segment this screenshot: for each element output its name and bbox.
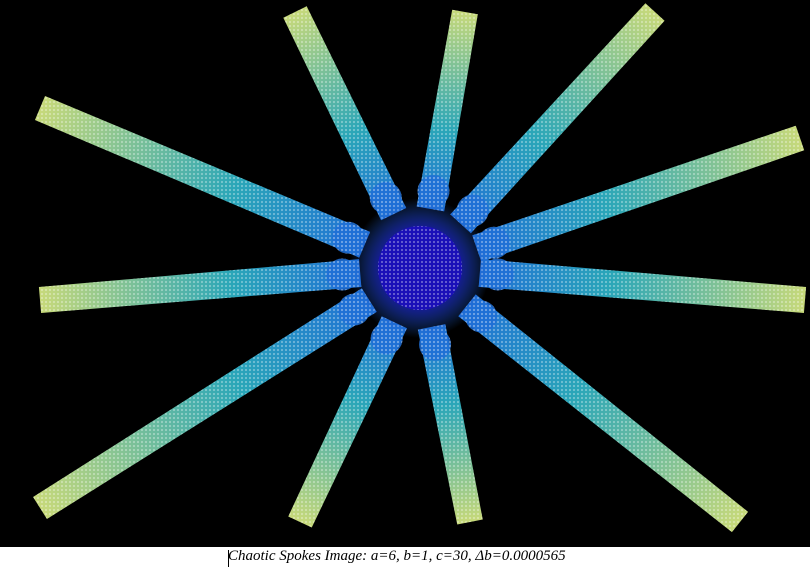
image-caption: Chaotic Spokes Image: a=6, b=1, c=30, Δb… xyxy=(228,548,566,564)
spoke xyxy=(458,294,749,533)
spoke xyxy=(478,259,807,313)
hub-core-texture xyxy=(378,226,462,310)
fractal-canvas xyxy=(0,0,810,547)
spoke xyxy=(38,259,362,313)
text-cursor xyxy=(228,550,229,567)
hub-group xyxy=(326,175,514,361)
spoke xyxy=(450,3,665,234)
chaotic-spokes-image xyxy=(0,0,810,547)
caption-bar: Chaotic Spokes Image: a=6, b=1, c=30, Δb… xyxy=(0,547,810,569)
spoke xyxy=(288,316,408,528)
spoke xyxy=(34,96,371,258)
spoke xyxy=(417,324,483,525)
spoke xyxy=(472,125,805,262)
spokes-group xyxy=(33,3,807,533)
spoke xyxy=(33,288,377,519)
spoke xyxy=(416,9,478,212)
spoke xyxy=(283,6,407,221)
